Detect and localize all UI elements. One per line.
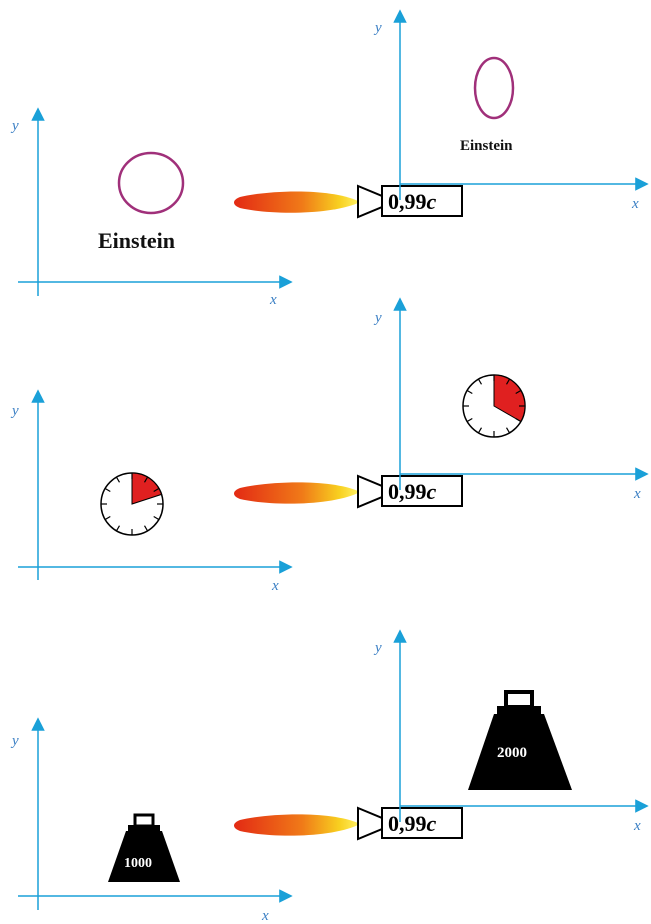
rocket-body bbox=[381, 475, 463, 507]
panel-length-contraction: y x Einstein 0,99c y x Einstein bbox=[10, 9, 649, 308]
moving-y-label: y bbox=[373, 640, 382, 656]
rest-frame-axes: y x bbox=[10, 389, 293, 594]
moving-clock bbox=[462, 374, 526, 438]
moving-clock-ticks bbox=[463, 375, 525, 437]
rest-y-label: y bbox=[10, 403, 19, 419]
rocket-nozzle bbox=[357, 184, 383, 219]
moving-frame-axes: y x bbox=[373, 297, 649, 502]
rest-weight: 1000 bbox=[108, 813, 180, 882]
rest-clock-elapsed bbox=[131, 472, 163, 505]
moving-weight-body bbox=[468, 714, 572, 790]
moving-einstein-label: Einstein bbox=[460, 138, 513, 154]
rest-weight-handle bbox=[133, 813, 155, 828]
moving-x-label: x bbox=[631, 196, 639, 212]
moving-weight-handle bbox=[504, 690, 534, 709]
rest-x-label: x bbox=[261, 908, 269, 924]
rest-y-label: y bbox=[10, 733, 19, 749]
rocket: 0,99c bbox=[234, 806, 463, 841]
rocket-nozzle bbox=[357, 474, 383, 509]
rocket-flame bbox=[234, 191, 358, 213]
rocket: 0,99c bbox=[234, 474, 463, 509]
rocket: 0,99c bbox=[234, 184, 463, 219]
rest-einstein-label: Einstein bbox=[98, 228, 175, 253]
speed-label: 0,99c bbox=[388, 811, 437, 836]
speed-label: 0,99c bbox=[388, 479, 437, 504]
moving-weight-neck bbox=[497, 706, 541, 715]
speed-label: 0,99c bbox=[388, 189, 437, 214]
rest-mass-label: 1000 bbox=[124, 856, 152, 871]
moving-frame-axes: y x bbox=[373, 9, 649, 212]
moving-y-label: y bbox=[373, 310, 382, 326]
moving-einstein-ring bbox=[473, 56, 515, 120]
rest-weight-neck bbox=[128, 825, 160, 832]
panel-mass-increase: y x 1000 0,99c y x 2000 bbox=[10, 629, 649, 924]
rocket-flame bbox=[234, 482, 358, 504]
rest-y-label: y bbox=[10, 118, 19, 134]
rocket-body bbox=[381, 807, 463, 839]
rest-einstein-ring bbox=[117, 151, 185, 215]
moving-mass-label: 2000 bbox=[497, 745, 527, 761]
moving-x-label: x bbox=[633, 818, 641, 834]
panel-time-dilation: y x 0,99c y x bbox=[10, 297, 649, 594]
rest-frame-axes: y x bbox=[10, 717, 293, 924]
rest-clock bbox=[100, 472, 164, 536]
rocket-nozzle bbox=[357, 806, 383, 841]
rest-weight-body bbox=[108, 831, 180, 882]
rest-x-label: x bbox=[271, 578, 279, 594]
rocket-flame bbox=[234, 814, 358, 836]
rest-x-label: x bbox=[269, 292, 277, 308]
rocket-body bbox=[381, 185, 463, 217]
moving-frame-axes: y x bbox=[373, 629, 649, 834]
moving-weight: 2000 bbox=[468, 690, 572, 790]
rest-frame-axes: y x bbox=[10, 107, 293, 308]
moving-y-label: y bbox=[373, 20, 382, 36]
moving-x-label: x bbox=[633, 486, 641, 502]
rest-clock-ticks bbox=[101, 473, 163, 535]
